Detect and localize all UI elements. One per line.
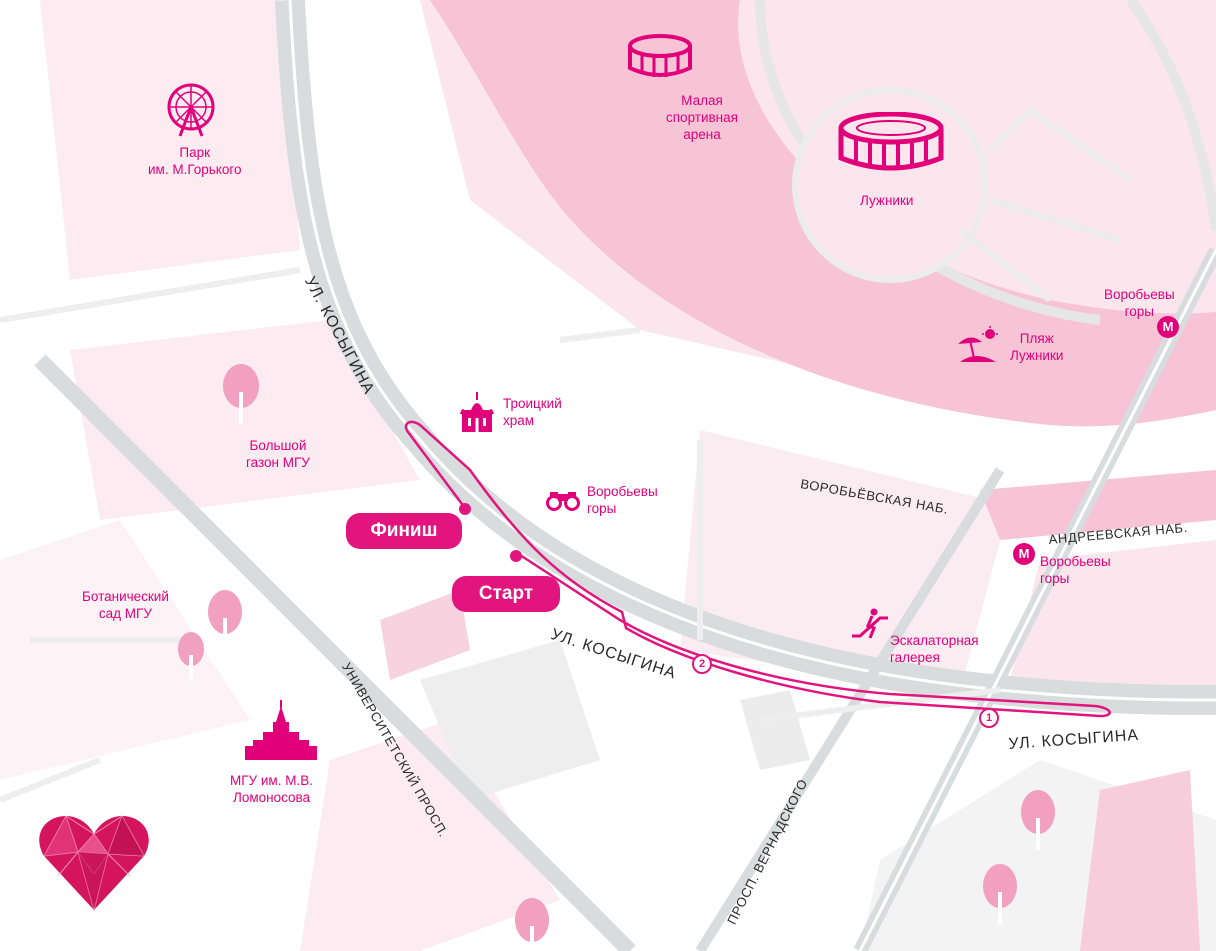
heart-logo [39,814,149,912]
binoculars-icon [546,492,580,511]
poi-label: Воробьевы горы [587,484,658,516]
checkpoint-2[interactable]: 2 [692,654,712,674]
beach-icon [958,326,998,362]
start-badge[interactable]: Старт [452,576,560,612]
poi-small-arena: Малая спортивная арена [666,92,738,143]
poi-label: МГУ им. М.В. Ломоносова [230,773,313,805]
stadium-icon [838,112,944,171]
poi-label: Парк им. М.Горького [148,145,242,177]
poi-label: Эскалаторная галерея [890,633,979,665]
poi-msu: МГУ им. М.В. Ломоносова [230,772,313,806]
poi-label: Большой газон МГУ [246,438,310,470]
checkpoint-1[interactable]: 1 [979,708,999,728]
poi-park-gorky: Парк им. М.Горького [148,144,241,178]
poi-label: Лужники [860,193,914,208]
poi-escalator: Эскалаторная галерея [890,632,979,666]
poi-label: Воробьевы горы [1104,287,1175,319]
start-dot [510,550,522,562]
church-icon [460,392,494,432]
arena-icon [628,34,692,77]
poi-label: Воробьевы горы [1040,554,1111,586]
poi-metro-vorobyovy-mid: Воробьевы горы [1040,553,1111,587]
poi-botanic: Ботанический сад МГУ [82,588,169,622]
finish-dot [459,503,471,515]
finish-badge[interactable]: Финиш [346,513,462,549]
poi-label: Троицкий храм [503,396,562,428]
metro-icon: М [1013,543,1035,565]
poi-luzhniki: Лужники [860,192,913,209]
tree-icon [1021,790,1055,850]
poi-label: Малая спортивная арена [666,93,738,142]
poi-metro-vorobyovy-top: Воробьевы горы [1104,286,1175,320]
tree-icon [515,898,549,951]
tree-icon [223,364,259,424]
metro-icon: М [1157,316,1179,338]
poi-troitsky: Троицкий храм [503,395,562,429]
tree-icon [983,864,1017,924]
tree-icon [178,632,204,679]
escalator-icon [852,608,888,639]
poi-label: Ботанический сад МГУ [82,589,169,621]
tree-icon [208,590,242,650]
poi-label: Пляж Лужники [1010,331,1064,363]
university-icon [245,700,317,760]
poi-viewpoint: Воробьевы горы [587,483,658,517]
poi-beach: Пляж Лужники [1010,330,1063,364]
poi-lawn: Большой газон МГУ [246,437,310,471]
ferris-wheel-icon [167,83,215,137]
